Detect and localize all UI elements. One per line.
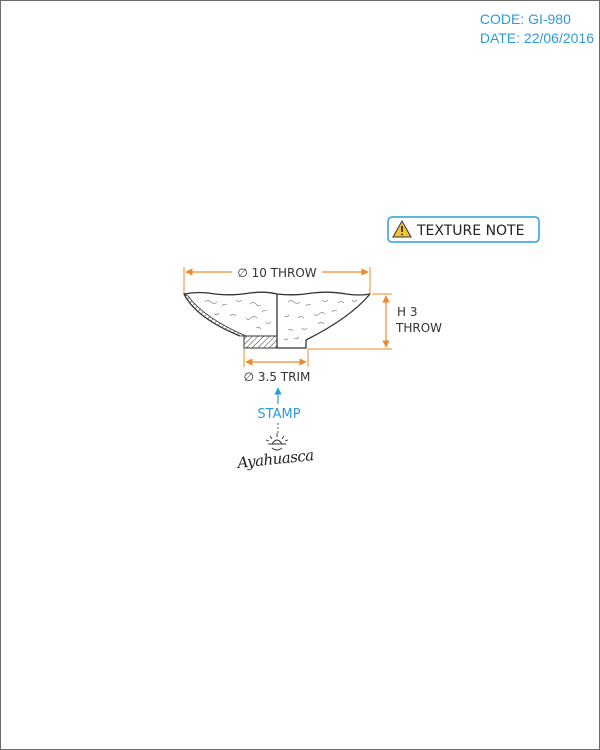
stamp-callout: STAMP	[257, 387, 301, 433]
texture-note-label: TEXTURE NOTE	[416, 223, 524, 239]
date-label: DATE: 22/06/2016	[479, 30, 594, 46]
texture-note-badge[interactable]: TEXTURE NOTE	[387, 216, 540, 243]
warning-triangle-icon	[392, 219, 412, 238]
foot-diameter-label: ∅ 3.5 TRIM	[244, 370, 311, 384]
rim-diameter-label: ∅ 10 THROW	[237, 266, 316, 280]
stamp-label: STAMP	[257, 407, 300, 422]
rim-diameter-dimension: ∅ 10 THROW	[183, 266, 371, 294]
bowl-profile	[183, 291, 371, 349]
foot-diameter-dimension: ∅ 3.5 TRIM	[243, 349, 311, 384]
stamp-mark-text: Ayahuasca	[235, 446, 315, 472]
height-label-line2: THROW	[395, 321, 442, 335]
stamp-logo: Ayahuasca	[235, 433, 315, 472]
title-block: CODE: GI-980 DATE: 22/06/2016	[480, 10, 594, 48]
height-label-line1: H 3	[397, 305, 417, 319]
code-label: CODE: GI-980	[479, 11, 571, 27]
stamp-sun-icon	[265, 433, 289, 451]
height-dimension: H 3 THROW	[308, 293, 442, 350]
